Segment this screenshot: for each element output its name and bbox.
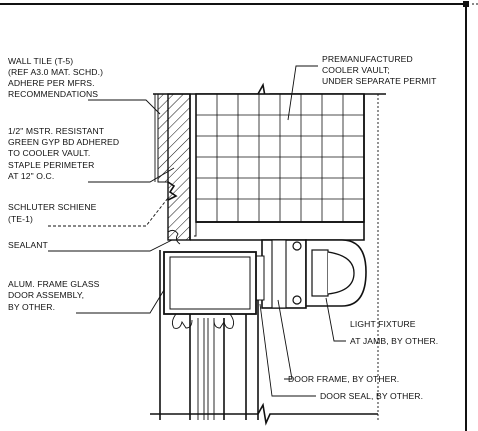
callout-wall-tile: WALL TILE (T-5) (REF A3.0 MAT. SCHD.) AD… bbox=[8, 56, 103, 99]
callout-line: WALL TILE (T-5) bbox=[8, 56, 73, 66]
schluter-trim bbox=[167, 181, 181, 245]
callout-line: AT 12" O.C. bbox=[8, 171, 54, 181]
callout-line: TO COOLER VAULT. bbox=[8, 148, 90, 158]
callout-door-assembly: ALUM. FRAME GLASS DOOR ASSEMBLY, BY OTHE… bbox=[8, 279, 100, 312]
callout-line: DOOR FRAME, BY OTHER. bbox=[288, 374, 399, 384]
callout-light-fixture: LIGHT FIXTURE AT JAMB, BY OTHER. bbox=[350, 319, 438, 346]
callout-line: AT JAMB, BY OTHER. bbox=[350, 336, 438, 346]
callout-gyp-bd: 1/2" MSTR. RESISTANT GREEN GYP BD ADHERE… bbox=[8, 126, 119, 181]
callout-line: BY OTHER. bbox=[8, 302, 55, 312]
callout-line: DOOR ASSEMBLY, bbox=[8, 290, 84, 300]
callout-line: (TE-1) bbox=[8, 214, 33, 224]
callout-line: GREEN GYP BD ADHERED bbox=[8, 137, 119, 147]
callout-sealant: SEALANT bbox=[8, 240, 49, 250]
callout-line: DOOR SEAL, BY OTHER. bbox=[320, 391, 423, 401]
callout-door-frame: DOOR FRAME, BY OTHER. bbox=[288, 374, 399, 384]
callout-line: SCHLUTER SCHIENE bbox=[8, 202, 97, 212]
callout-line: (REF A3.0 MAT. SCHD.) bbox=[8, 67, 103, 77]
light-fixture bbox=[305, 239, 367, 307]
callout-line: SEALANT bbox=[8, 240, 49, 250]
glass-door-assembly bbox=[159, 250, 259, 420]
callout-line: STAPLE PERIMETER bbox=[8, 160, 94, 170]
callout-line: 1/2" MSTR. RESISTANT bbox=[8, 126, 105, 136]
callout-schluter: SCHLUTER SCHIENE (TE-1) bbox=[8, 202, 97, 224]
callout-line: PREMANUFACTURED bbox=[322, 54, 413, 64]
bottom-break-line bbox=[150, 402, 378, 426]
callout-door-seal: DOOR SEAL, BY OTHER. bbox=[320, 391, 423, 401]
callout-line: LIGHT FIXTURE bbox=[350, 319, 416, 329]
callout-line: ALUM. FRAME GLASS bbox=[8, 279, 100, 289]
callout-cooler-vault: PREMANUFACTURED COOLER VAULT; UNDER SEPA… bbox=[322, 54, 437, 86]
callout-line: ADHERE PER MFRS. bbox=[8, 78, 95, 88]
wall-tile-section bbox=[154, 93, 191, 241]
door-frame bbox=[255, 239, 307, 309]
callout-line: UNDER SEPARATE PERMIT bbox=[322, 76, 437, 86]
callout-line: COOLER VAULT; bbox=[322, 65, 390, 75]
callout-line: RECOMMENDATIONS bbox=[8, 89, 98, 99]
cooler-vault-panel bbox=[190, 93, 379, 420]
callout-leaders bbox=[48, 65, 346, 397]
